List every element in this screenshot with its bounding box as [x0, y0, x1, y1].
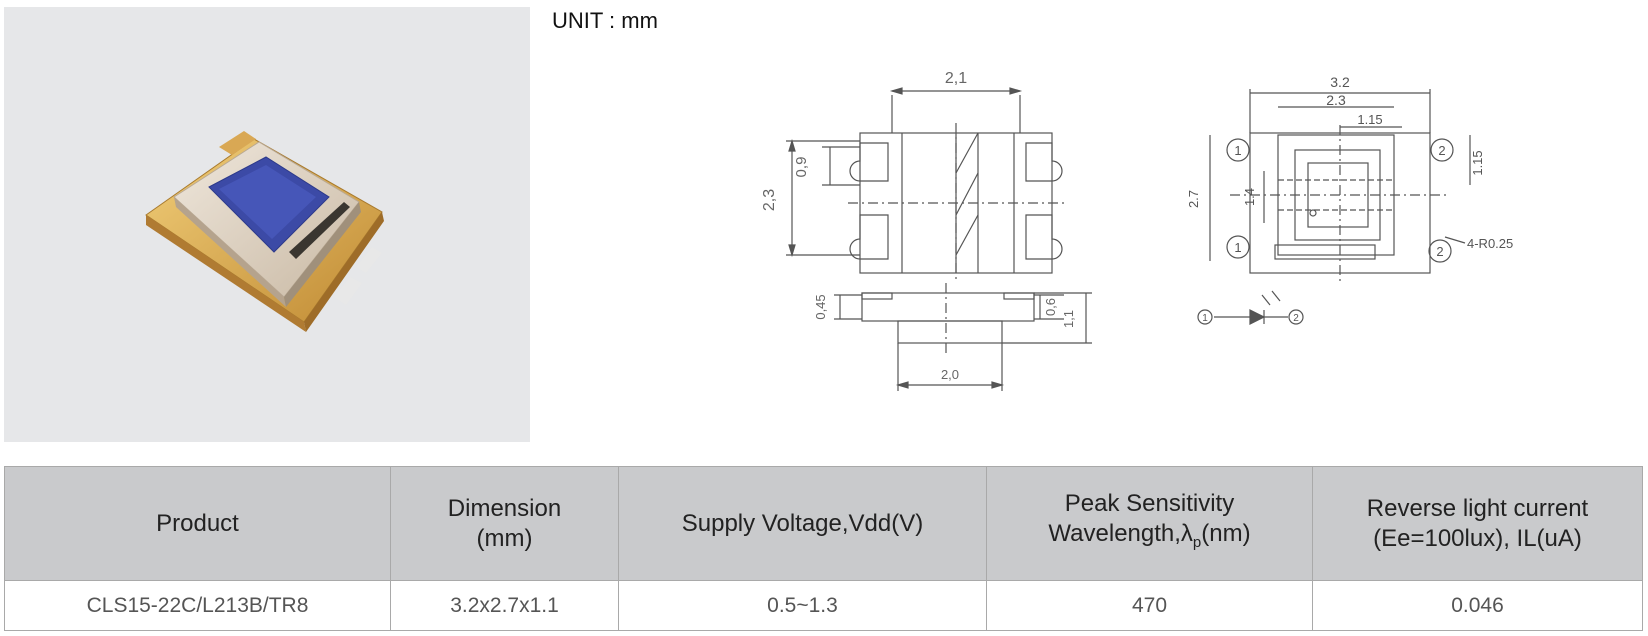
- header-supply-voltage: Supply Voltage,Vdd(V): [618, 466, 987, 581]
- side-bottom-dim: 2,0: [941, 367, 959, 382]
- bottom-pin1-bottom: 1: [1234, 240, 1241, 255]
- header-dimension: Dimension (mm): [390, 466, 619, 581]
- bottom-inner-width-dim: 1.15: [1357, 112, 1382, 127]
- side-view: 0,45 0,6 1,1 2,0: [813, 283, 1092, 391]
- bottom-pin2-bottom: 2: [1436, 244, 1443, 259]
- bottom-pin2-top: 2: [1438, 143, 1445, 158]
- symbol-pin2: 2: [1293, 313, 1299, 324]
- cell-product: CLS15-22C/L213B/TR8: [4, 580, 391, 631]
- bottom-inner-height-dim: 1.4: [1242, 188, 1257, 206]
- side-left-dim: 0,45: [813, 294, 828, 319]
- bottom-middle-width-dim: 2.3: [1326, 92, 1346, 108]
- table-row: CLS15-22C/L213B/TR8 3.2x2.7x1.1 0.5~1.3 …: [4, 580, 1643, 631]
- photodiode-symbol: 1 2: [1197, 290, 1304, 325]
- side-right-inner-dim: 0,6: [1043, 298, 1058, 316]
- radius-label: 4-R0.25: [1467, 236, 1513, 251]
- bottom-outer-width-dim: 3.2: [1330, 74, 1350, 90]
- bottom-view: 1 1 2 2 3.2 2.3 1.15 2.7 1.4 1.15 4-R0.2…: [1186, 74, 1513, 285]
- side-right-outer-dim: 1,1: [1061, 310, 1076, 328]
- dimension-drawing: 2,1 0,9 2,3 0,45 0,6 1,1 2,0: [761, 70, 1513, 391]
- cell-dimension: 3.2x2.7x1.1: [390, 580, 619, 631]
- sensor-chip-image: [145, 131, 384, 332]
- cell-peak-wavelength: 470: [986, 580, 1313, 631]
- table-header-row: Product Dimension (mm) Supply Voltage,Vd…: [4, 466, 1643, 581]
- top-view: 2,1 0,9 2,3: [761, 70, 1064, 283]
- bottom-right-height-dim: 1.15: [1470, 150, 1485, 175]
- bottom-pin1-top: 1: [1234, 143, 1241, 158]
- product-photo: [4, 7, 530, 442]
- pad-height-dim: 0,9: [793, 157, 810, 178]
- bottom-height-dim: 2.7: [1186, 190, 1201, 208]
- cell-supply-voltage: 0.5~1.3: [618, 580, 987, 631]
- header-peak-wavelength: Peak Sensitivity Wavelength,λp(nm): [986, 466, 1313, 581]
- cell-reverse-current: 0.046: [1312, 580, 1643, 631]
- top-width-dim: 2,1: [945, 70, 967, 87]
- header-reverse-current: Reverse light current (Ee=100lux), IL(uA…: [1312, 466, 1643, 581]
- symbol-pin1: 1: [1202, 313, 1208, 324]
- unit-label: UNIT : mm: [552, 8, 658, 33]
- spec-table: Product Dimension (mm) Supply Voltage,Vd…: [4, 466, 1643, 631]
- top-height-dim: 2,3: [761, 189, 778, 211]
- header-product: Product: [4, 466, 391, 581]
